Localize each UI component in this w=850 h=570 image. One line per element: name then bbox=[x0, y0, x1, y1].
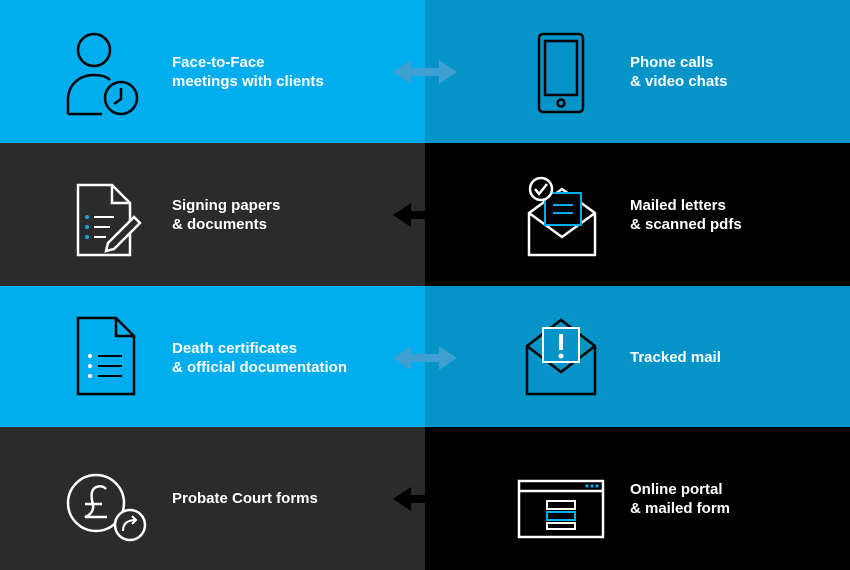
certificates-label-line-1: Death certificates bbox=[172, 339, 298, 357]
certificates-label: Death certificates & official documentat… bbox=[172, 286, 347, 429]
calls-label-line-1: Phone calls bbox=[630, 53, 714, 71]
tracked-label: Tracked mail bbox=[630, 286, 721, 429]
person-clock-icon bbox=[60, 28, 150, 118]
calls-label-line-2: & video chats bbox=[630, 72, 728, 90]
certificates-label-line-2: & official documentation bbox=[172, 358, 348, 376]
remote-mailed-cell: Mailed letters & scanned pdfs bbox=[425, 143, 850, 286]
remote-portal-cell: Online portal & mailed form bbox=[425, 427, 850, 570]
forms-label: Probate Court forms bbox=[172, 427, 318, 570]
document-pen-icon bbox=[60, 171, 150, 261]
envelope-alert-icon bbox=[517, 314, 607, 404]
signing-label-line-1: Signing papers bbox=[172, 196, 281, 214]
traditional-meetings-cell: Face-to-Face meetings with clients bbox=[0, 0, 425, 143]
portal-label-line-2: & mailed form bbox=[630, 499, 731, 517]
browser-window-icon bbox=[517, 467, 607, 557]
traditional-signing-cell: Signing papers & documents bbox=[0, 143, 425, 286]
pound-coin-arrow-icon bbox=[60, 467, 150, 557]
row-meetings: Face-to-Face meetings with clients Phone… bbox=[0, 0, 850, 143]
remote-calls-cell: Phone calls & video chats bbox=[425, 0, 850, 143]
portal-label-line-1: Online portal bbox=[630, 480, 723, 498]
forms-label-line-1: Probate Court forms bbox=[172, 490, 318, 507]
mailed-label-line-1: Mailed letters bbox=[630, 196, 726, 214]
signing-label-line-2: & documents bbox=[172, 215, 268, 233]
portal-label: Online portal & mailed form bbox=[630, 427, 730, 570]
row-forms: Probate Court forms Online portal & mail bbox=[0, 427, 850, 570]
tracked-label-line-1: Tracked mail bbox=[630, 349, 721, 366]
smartphone-icon bbox=[517, 28, 607, 118]
traditional-forms-cell: Probate Court forms bbox=[0, 427, 425, 570]
envelope-check-icon bbox=[517, 171, 607, 261]
traditional-certificates-cell: Death certificates & official documentat… bbox=[0, 286, 425, 429]
double-arrow-icon bbox=[393, 342, 457, 374]
calls-label: Phone calls & video chats bbox=[630, 0, 728, 143]
mailed-label: Mailed letters & scanned pdfs bbox=[630, 143, 742, 286]
meetings-label-line-2: meetings with clients bbox=[172, 72, 324, 90]
meetings-label: Face-to-Face meetings with clients bbox=[172, 0, 324, 143]
document-list-icon bbox=[60, 314, 150, 404]
row-signing: Signing papers & documents Mailed letter… bbox=[0, 143, 850, 286]
remote-tracked-cell: Tracked mail bbox=[425, 286, 850, 429]
meetings-label-line-1: Face-to-Face bbox=[172, 53, 265, 71]
double-arrow-icon bbox=[393, 483, 457, 515]
mailed-label-line-2: & scanned pdfs bbox=[630, 215, 742, 233]
double-arrow-icon bbox=[393, 56, 457, 88]
double-arrow-icon bbox=[393, 199, 457, 231]
signing-label: Signing papers & documents bbox=[172, 143, 280, 286]
row-certificates: Death certificates & official documentat… bbox=[0, 286, 850, 429]
